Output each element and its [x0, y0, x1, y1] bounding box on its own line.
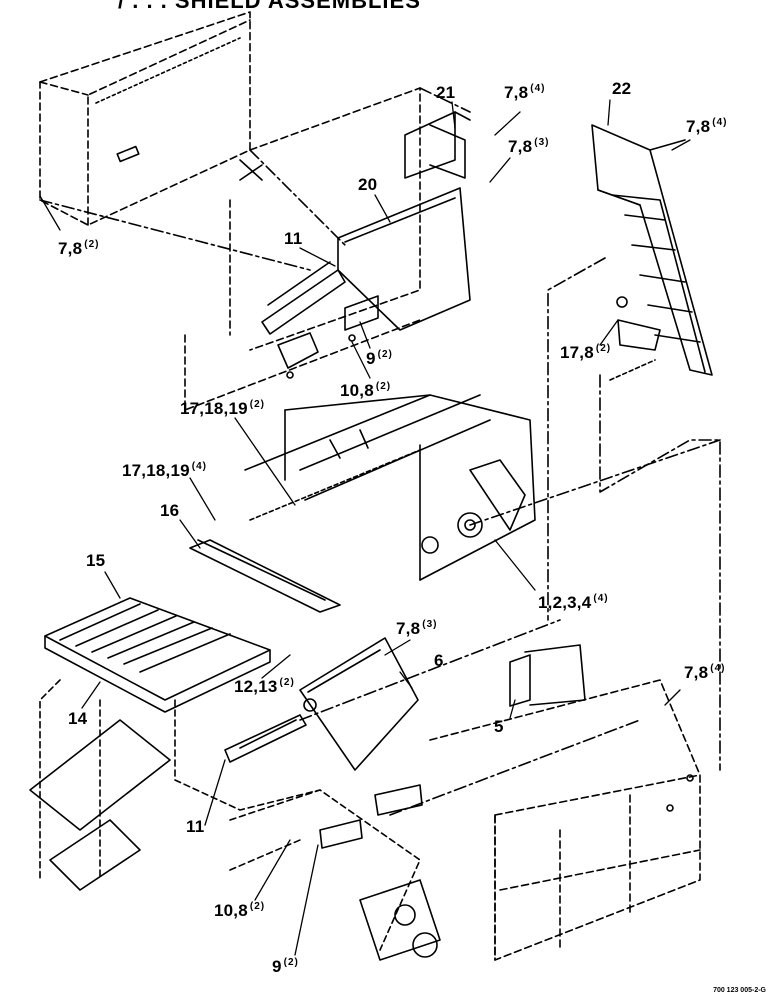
callout-15: 15	[86, 551, 106, 570]
callout-17-8-2: 17,8(2)	[560, 343, 612, 362]
callout-11-upper: 11	[284, 229, 303, 248]
callout-7-8-2-left: 7,8(2)	[58, 239, 100, 258]
bracket-5	[509, 644, 586, 707]
bracket-21	[404, 111, 471, 179]
lower-right-cabinet	[429, 679, 701, 961]
callout-7-8-4-top: 7,8(4)	[504, 83, 546, 102]
callout-1-2-3-4-4: 1,2,3,4(4)	[538, 593, 609, 612]
callout-17-18-19-4: 17,18,19(4)	[122, 461, 208, 480]
callout-5: 5	[494, 717, 504, 736]
callout-9-2-upper: 9(2)	[366, 349, 393, 368]
callout-9-2-lower: 9(2)	[272, 957, 299, 976]
shield-plate-20	[337, 187, 471, 331]
callout-11-lower: 11	[186, 817, 205, 836]
callout-10-8-2-upper: 10,8(2)	[340, 381, 392, 400]
drawing-number: 700 123 005-2-G	[713, 987, 766, 994]
platform-15	[44, 597, 271, 713]
shield-6	[299, 637, 419, 771]
main-frame	[244, 394, 536, 581]
callout-20: 20	[358, 175, 378, 194]
lower-left-frame	[39, 679, 321, 881]
callout-7-8-4-ladder: 7,8(4)	[686, 117, 728, 136]
bar-16	[189, 539, 341, 613]
callout-22: 22	[612, 79, 632, 98]
top-side-panel	[39, 11, 421, 411]
ladder-22	[591, 124, 713, 381]
callout-7-8-3-top: 7,8(3)	[508, 137, 550, 156]
callout-16: 16	[160, 501, 180, 520]
callout-14: 14	[68, 709, 88, 728]
callout-17-18-19-2: 17,18,19(2)	[180, 399, 266, 418]
callout-7-8-3-mid: 7,8(3)	[396, 619, 438, 638]
channel-11-upper	[261, 261, 346, 335]
diagram-title: / . . . SHIELD ASSEMBLIES	[118, 0, 421, 13]
callout-12-13-2: 12,13(2)	[234, 677, 295, 696]
callout-7-8-4-right: 7,8(4)	[684, 663, 726, 682]
channel-11-lower	[224, 714, 307, 763]
callout-21: 21	[436, 83, 456, 102]
callout-6: 6	[434, 651, 444, 670]
callout-10-8-2-lower: 10,8(2)	[214, 901, 266, 920]
